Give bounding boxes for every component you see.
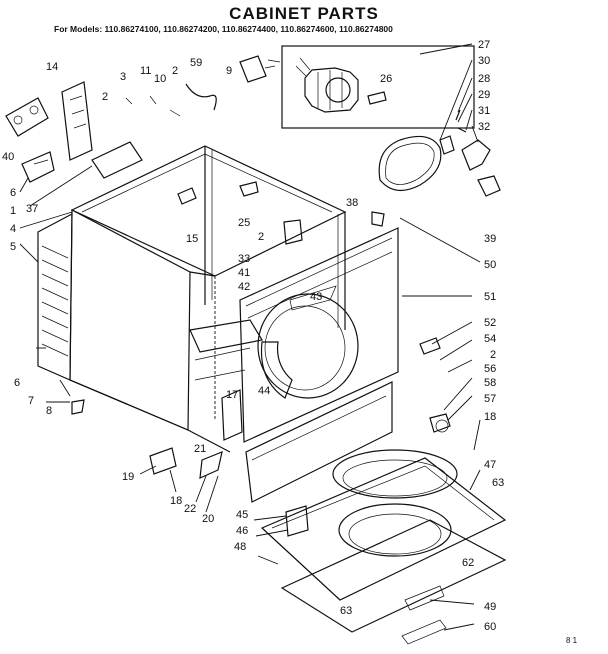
label-9: 9 bbox=[226, 65, 232, 77]
label-14: 14 bbox=[46, 61, 58, 73]
label-44: 44 bbox=[258, 385, 270, 397]
label-37: 37 bbox=[26, 203, 38, 215]
front-panel bbox=[239, 227, 399, 443]
leader-lines bbox=[19, 43, 481, 631]
label-8: 8 bbox=[46, 405, 52, 417]
label-52: 52 bbox=[484, 317, 496, 329]
models-line: For Models: 110.86274100, 110.86274200, … bbox=[54, 24, 393, 34]
label-29: 29 bbox=[478, 89, 490, 101]
label-63b: 63 bbox=[340, 605, 352, 617]
label-51: 51 bbox=[484, 291, 496, 303]
label-45: 45 bbox=[236, 509, 248, 521]
label-15: 15 bbox=[186, 233, 198, 245]
motor-inset bbox=[264, 45, 475, 129]
label-59: 59 bbox=[190, 57, 202, 69]
label-41: 41 bbox=[238, 267, 250, 279]
control-parts bbox=[5, 55, 267, 183]
label-18a: 18 bbox=[484, 411, 496, 423]
label-49: 49 bbox=[484, 601, 496, 613]
label-20: 20 bbox=[202, 513, 214, 525]
label-25: 25 bbox=[238, 217, 250, 229]
label-50: 50 bbox=[484, 259, 496, 271]
label-11: 11 bbox=[140, 65, 151, 77]
label-62: 62 bbox=[462, 557, 474, 569]
label-58: 58 bbox=[484, 377, 496, 389]
label-3: 3 bbox=[120, 71, 126, 83]
toe-panel bbox=[245, 381, 393, 503]
label-39: 39 bbox=[484, 233, 496, 245]
base-pan bbox=[260, 449, 507, 645]
drum-belt bbox=[378, 109, 501, 197]
label-27: 27 bbox=[478, 39, 490, 51]
label-38: 38 bbox=[346, 197, 358, 209]
label-17: 17 bbox=[226, 389, 238, 401]
diagram-code: 8 1 bbox=[566, 636, 578, 645]
label-4: 4 bbox=[10, 223, 16, 235]
label-7: 7 bbox=[28, 395, 34, 407]
label-22: 22 bbox=[184, 503, 196, 515]
label-48: 48 bbox=[234, 541, 246, 553]
label-28: 28 bbox=[478, 73, 490, 85]
label-1: 1 bbox=[10, 205, 16, 217]
label-56: 56 bbox=[484, 363, 496, 375]
diagram-title: CABINET PARTS bbox=[229, 4, 379, 23]
label-6b: 6 bbox=[14, 377, 20, 389]
label-31: 31 bbox=[478, 105, 490, 117]
label-26: 26 bbox=[380, 73, 392, 85]
label-46: 46 bbox=[236, 525, 248, 537]
label-40: 40 bbox=[2, 151, 14, 163]
part-labels: 14 3 11 2 59 9 27 30 28 29 31 32 26 2 10… bbox=[2, 39, 504, 633]
label-42: 42 bbox=[238, 281, 250, 293]
label-10: 10 bbox=[154, 73, 166, 85]
label-21: 21 bbox=[194, 443, 206, 455]
label-30: 30 bbox=[478, 55, 490, 67]
label-5: 5 bbox=[10, 241, 16, 253]
label-2c: 2 bbox=[258, 231, 264, 243]
cabinet-body bbox=[37, 145, 347, 453]
label-18b: 18 bbox=[170, 495, 182, 507]
label-43: 43 bbox=[310, 291, 322, 303]
label-2a: 2 bbox=[172, 65, 178, 77]
label-60: 60 bbox=[484, 621, 496, 633]
label-32: 32 bbox=[478, 121, 490, 133]
label-57: 57 bbox=[484, 393, 496, 405]
label-6a: 6 bbox=[10, 187, 16, 199]
label-2b: 2 bbox=[102, 91, 108, 103]
label-63a: 63 bbox=[492, 477, 504, 489]
label-54: 54 bbox=[484, 333, 496, 345]
label-19: 19 bbox=[122, 471, 134, 483]
label-33: 33 bbox=[238, 253, 250, 265]
label-47: 47 bbox=[484, 459, 496, 471]
label-2d: 2 bbox=[490, 349, 496, 361]
